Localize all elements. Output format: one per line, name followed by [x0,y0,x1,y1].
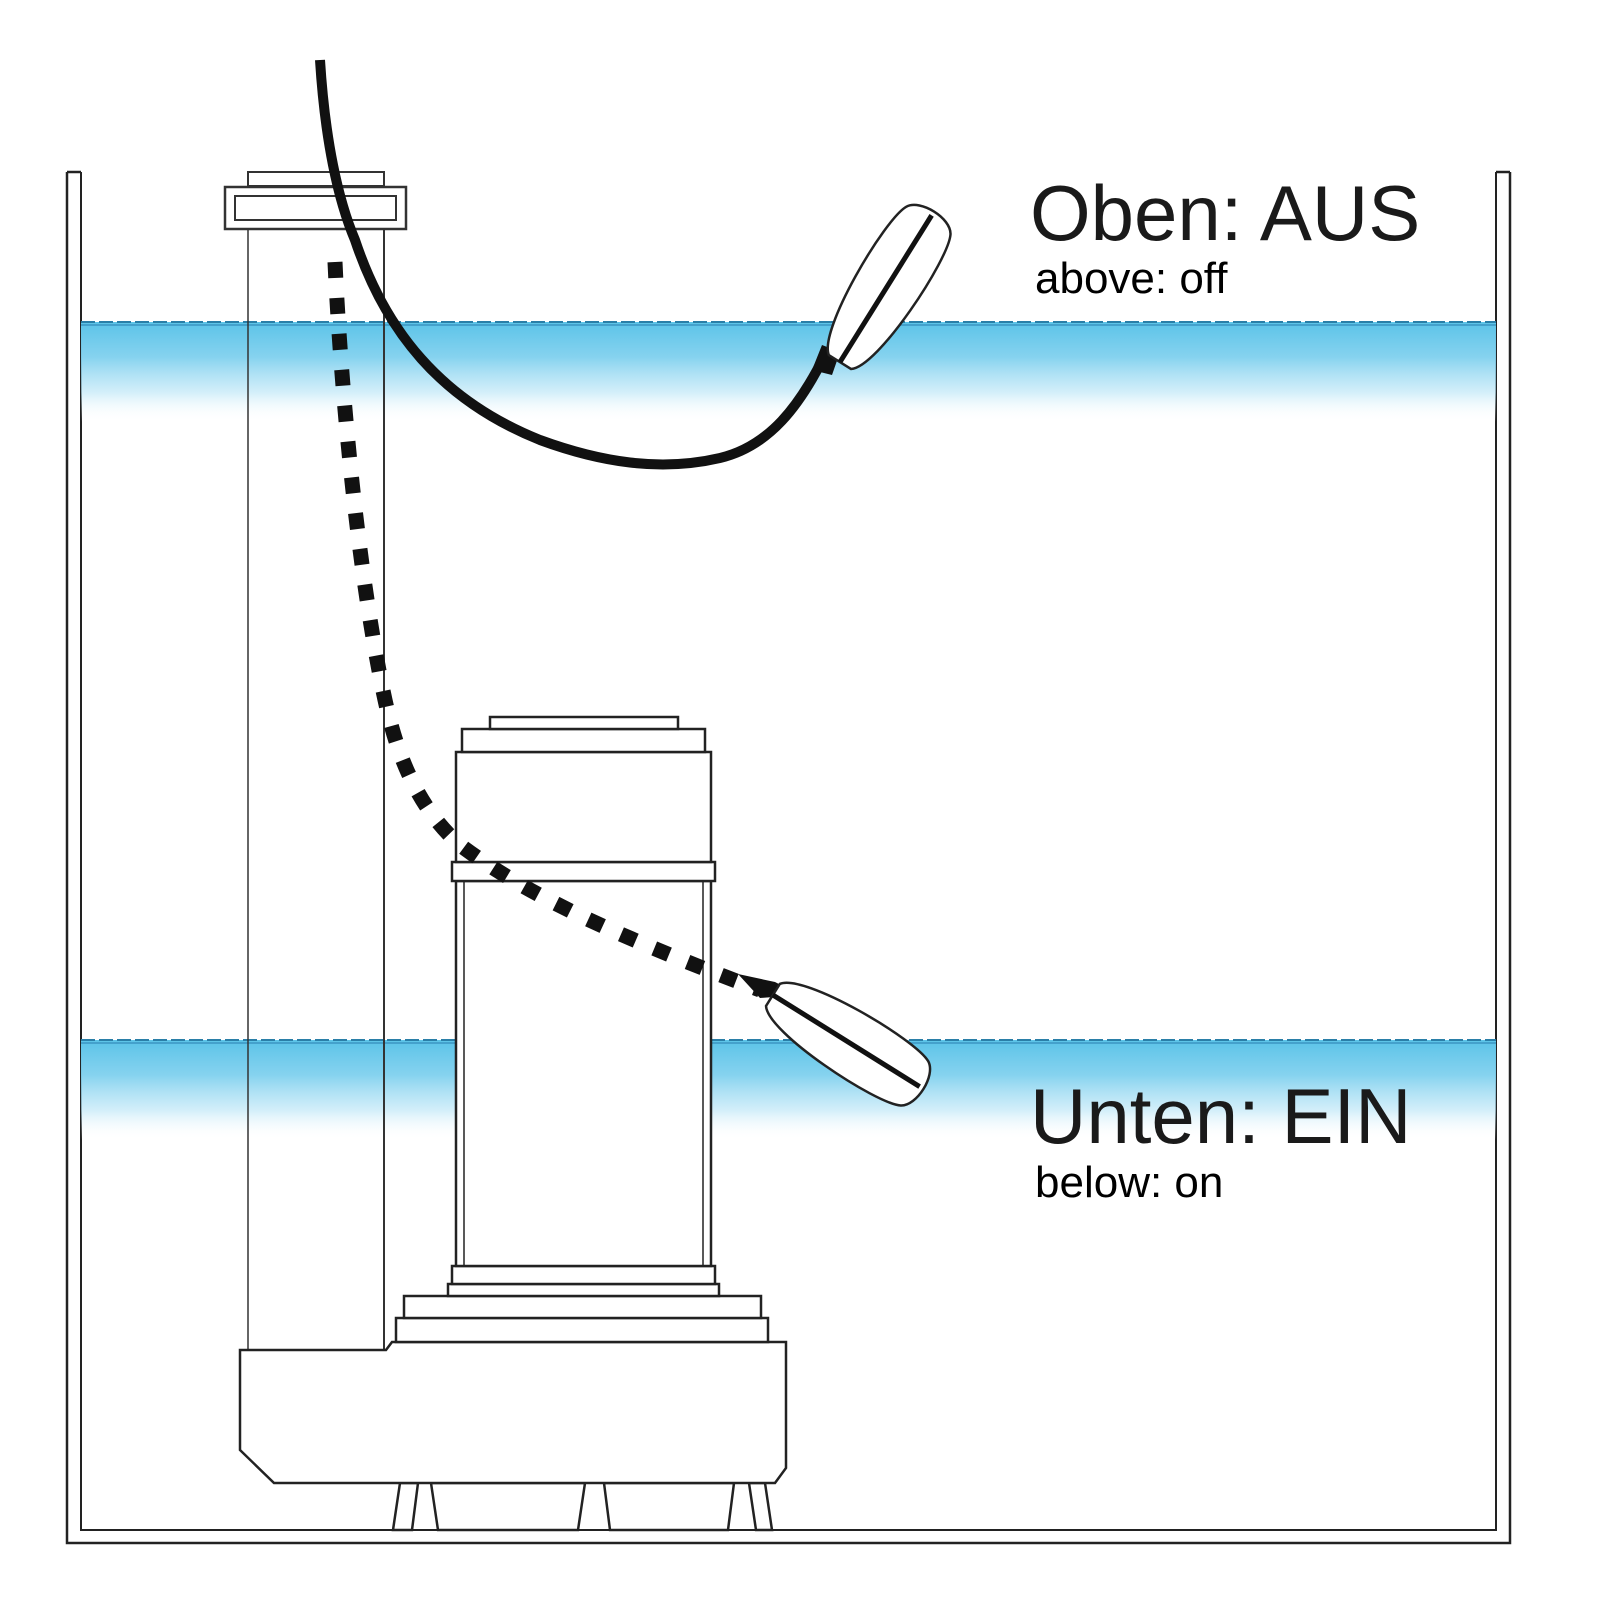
tank [65,170,1512,1545]
upper-float [812,203,952,375]
pump-base-housing [238,1340,788,1485]
pump-top-cap [488,715,680,731]
pipe-clamp-inner [234,195,397,221]
pump-collar [450,1264,717,1286]
pump-foot-2 [429,1481,587,1532]
pump-upper-cylinder [454,750,713,864]
pump-upper-band [460,727,707,754]
pump-base-step-1 [394,1316,770,1344]
upper-float-cable [315,59,830,470]
upper-float-body-group [826,203,952,371]
lower-float-body-group [764,981,932,1107]
upper-level-label: Oben: AUS [1030,169,1420,257]
riser-pipe [223,171,408,1351]
lower-water-band [81,1040,1496,1140]
pump-motor-body [454,879,713,1268]
upper-level-sublabel: above: off [1035,254,1228,303]
pump-foot-1 [391,1481,420,1532]
upper-float-seam [837,214,934,364]
tank-outer-wall [65,172,1512,1545]
pump-foot-4 [747,1481,774,1532]
pump-base-step-2 [402,1294,763,1320]
tank-inner-wall [80,172,1497,1531]
pipe-top-cap [247,171,385,187]
pump [238,715,788,1532]
lower-level-label: Unten: EIN [1030,1072,1412,1160]
lower-water-level [81,1039,1496,1140]
lower-float-cable [327,261,763,998]
pump-base-step-3 [446,1282,721,1298]
lower-float [738,974,932,1107]
pump-foot-3 [602,1481,736,1532]
lower-level-sublabel: below: on [1035,1158,1223,1207]
lower-float-seam [771,992,921,1089]
